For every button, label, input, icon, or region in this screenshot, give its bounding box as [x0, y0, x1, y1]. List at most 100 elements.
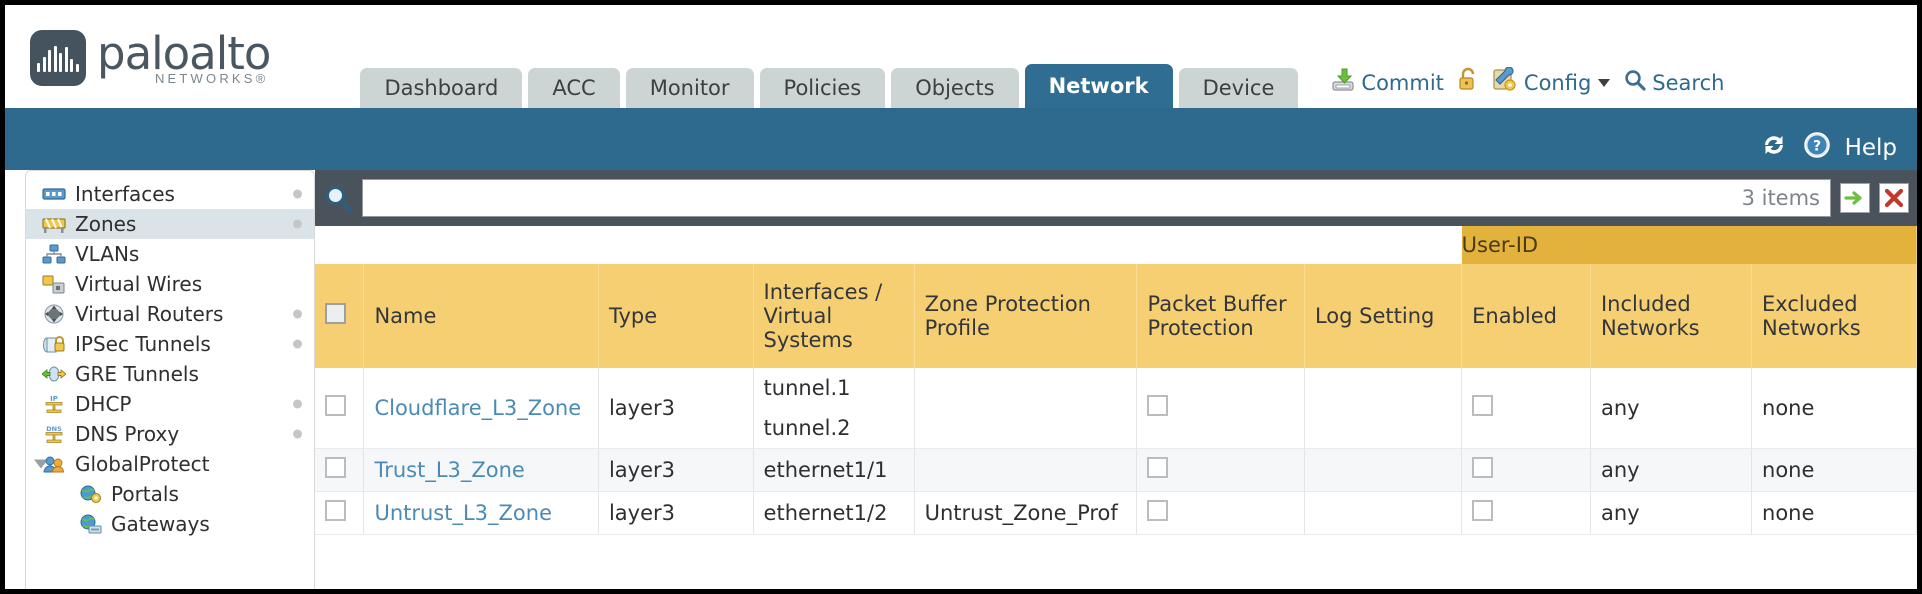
zones-table-wrap: User-ID Name Type Interfaces / Virtual S…	[315, 226, 1917, 589]
clear-filter-button[interactable]	[1879, 183, 1909, 213]
tab-device[interactable]: Device	[1178, 68, 1299, 108]
status-dot	[293, 399, 302, 409]
row-checkbox[interactable]	[325, 500, 346, 521]
refresh-icon[interactable]	[1759, 131, 1789, 164]
chevron-down-icon	[1598, 78, 1611, 87]
sidebar-item-portals[interactable]: Portals	[26, 479, 314, 509]
cell-excluded-networks: none	[1751, 491, 1917, 535]
col-header-packet-buffer-protection[interactable]: Packet Buffer Protection	[1136, 264, 1305, 368]
sidebar-item-globalprotect[interactable]: GlobalProtect	[26, 449, 314, 479]
sidebar-label: Portals	[111, 482, 179, 506]
tab-dashboard[interactable]: Dashboard	[360, 68, 523, 108]
config-wrench-icon	[1492, 66, 1519, 98]
tab-objects[interactable]: Objects	[891, 68, 1019, 108]
search-button[interactable]: Search	[1623, 68, 1724, 97]
zone-link[interactable]: Trust_L3_Zone	[374, 458, 525, 482]
tab-policies[interactable]: Policies	[759, 68, 886, 108]
cell-packet-buffer-protection	[1136, 368, 1305, 449]
col-header-enabled[interactable]: Enabled	[1461, 264, 1591, 368]
row-checkbox[interactable]	[325, 395, 346, 416]
search-magnifier-icon[interactable]	[323, 183, 353, 213]
col-header-type[interactable]: Type	[598, 264, 754, 368]
cell-interface: tunnel.1	[753, 368, 915, 408]
cell-packet-buffer-protection	[1136, 448, 1305, 492]
table-row[interactable]: Untrust_L3_Zone layer3 ethernet1/2 Untru…	[315, 491, 1917, 535]
table-row[interactable]: Cloudflare_L3_Zone layer3 tunnel.1	[315, 368, 1917, 449]
zone-link[interactable]: Untrust_L3_Zone	[374, 501, 553, 525]
user-id-enabled-checkbox[interactable]	[1472, 395, 1494, 416]
status-dot	[293, 219, 302, 229]
zones-icon	[42, 214, 66, 234]
col-header-interfaces[interactable]: Interfaces / Virtual Systems	[753, 264, 915, 368]
sidebar-label: Virtual Wires	[75, 272, 203, 296]
commit-button[interactable]: Commit	[1330, 67, 1444, 98]
col-header-name[interactable]: Name	[363, 264, 599, 368]
search-field-wrap: 3 items	[362, 179, 1831, 217]
col-header-excluded-networks[interactable]: Excluded Networks	[1751, 264, 1917, 368]
portals-icon	[78, 484, 102, 504]
user-id-enabled-checkbox[interactable]	[1472, 500, 1494, 521]
row-checkbox[interactable]	[325, 457, 346, 478]
sidebar-item-interfaces[interactable]: Interfaces	[26, 179, 314, 209]
cell-excluded-networks: none	[1751, 368, 1917, 449]
cell-excluded-networks: none	[1751, 448, 1917, 492]
cell-interface: ethernet1/1	[753, 448, 915, 492]
cell-interface: ethernet1/2	[753, 491, 915, 535]
gre-tunnels-icon	[41, 364, 67, 384]
sidebar-label: DNS Proxy	[75, 422, 180, 446]
table-row-continuation: tunnel.2	[315, 408, 1917, 449]
virtual-routers-icon	[42, 304, 66, 324]
search-input[interactable]	[373, 187, 1734, 209]
sidebar-item-zones[interactable]: Zones	[26, 209, 314, 239]
cell-zone-protection-profile: Untrust_Zone_Prof	[914, 491, 1138, 535]
brand-sub: NETWORKS®	[154, 71, 269, 86]
brand-logo: paloalto NETWORKS®	[5, 30, 271, 108]
sidebar-item-dhcp[interactable]: IP DHCP	[26, 389, 314, 419]
cell-name: Cloudflare_L3_Zone	[363, 368, 599, 449]
svg-text:IP: IP	[50, 395, 58, 403]
sidebar-item-gateways[interactable]: Gateways	[26, 509, 314, 539]
table-row[interactable]: Trust_L3_Zone layer3 ethernet1/1	[315, 448, 1917, 492]
packet-buffer-checkbox[interactable]	[1147, 395, 1169, 416]
cell-included-networks: any	[1590, 448, 1753, 492]
group-header-spacer	[315, 226, 1462, 264]
user-id-enabled-checkbox[interactable]	[1472, 457, 1494, 478]
help-question-icon[interactable]: ?	[1803, 131, 1831, 164]
zones-table: User-ID Name Type Interfaces / Virtual S…	[315, 226, 1917, 535]
help-label[interactable]: Help	[1844, 134, 1897, 161]
network-sidebar: Interfaces Zones	[25, 170, 315, 589]
tab-network[interactable]: Network	[1024, 64, 1173, 108]
apply-filter-button[interactable]	[1840, 183, 1870, 213]
unlock-padlock-icon[interactable]	[1457, 67, 1479, 98]
group-header-user-id: User-ID	[1461, 226, 1917, 264]
cell-user-id-enabled	[1461, 368, 1591, 449]
sidebar-item-vlans[interactable]: VLANs	[26, 239, 314, 269]
row-checkbox-cell	[315, 368, 365, 449]
zone-link[interactable]: Cloudflare_L3_Zone	[374, 396, 582, 420]
table-group-header-row: User-ID	[315, 226, 1917, 264]
select-all-checkbox[interactable]	[325, 303, 346, 324]
packet-buffer-checkbox[interactable]	[1147, 457, 1169, 478]
col-header-included-networks[interactable]: Included Networks	[1590, 264, 1753, 368]
sidebar-item-gre-tunnels[interactable]: GRE Tunnels	[26, 359, 314, 389]
header-utilities: Commit Config	[1330, 66, 1724, 108]
packet-buffer-checkbox[interactable]	[1147, 500, 1169, 521]
col-header-zone-protection-profile[interactable]: Zone Protection Profile	[914, 264, 1138, 368]
sidebar-item-virtual-routers[interactable]: Virtual Routers	[26, 299, 314, 329]
search-label: Search	[1652, 70, 1725, 95]
table-header-row: Name Type Interfaces / Virtual Systems Z…	[315, 264, 1917, 368]
filter-toolbar: 3 items	[315, 170, 1917, 226]
cell-name: Untrust_L3_Zone	[363, 491, 599, 535]
cell-log-setting	[1304, 368, 1463, 449]
expand-triangle-icon[interactable]	[34, 459, 48, 469]
sidebar-item-dns-proxy[interactable]: DNS DNS Proxy	[26, 419, 314, 449]
sidebar-item-virtual-wires[interactable]: Virtual Wires	[26, 269, 314, 299]
config-menu[interactable]: Config	[1492, 66, 1611, 98]
item-count-label: 3 items	[1741, 186, 1820, 210]
sidebar-item-ipsec-tunnels[interactable]: IPSec Tunnels	[26, 329, 314, 359]
tab-monitor[interactable]: Monitor	[625, 68, 754, 108]
col-header-log-setting[interactable]: Log Setting	[1304, 264, 1463, 368]
cell-interface: tunnel.2	[753, 408, 915, 449]
tab-acc[interactable]: ACC	[528, 68, 620, 108]
